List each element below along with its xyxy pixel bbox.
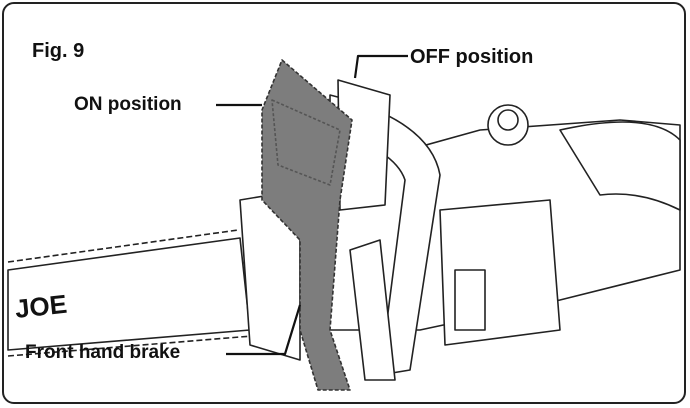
brake-leader: [226, 304, 302, 356]
chain-bottom: [7, 335, 253, 357]
hand-guard: [261, 59, 353, 391]
figure-title: Fig. 9: [32, 40, 85, 62]
figure-frame: [2, 2, 686, 404]
front-hand-brake-label: Front hand brake: [25, 342, 181, 363]
off-position-label: OFF position: [410, 46, 534, 68]
brand-mark: JOE: [13, 289, 68, 324]
rear-handle: [559, 121, 681, 211]
chain-top: [7, 229, 239, 263]
off-leader: [353, 54, 408, 79]
on-position-label: ON position: [74, 94, 182, 115]
